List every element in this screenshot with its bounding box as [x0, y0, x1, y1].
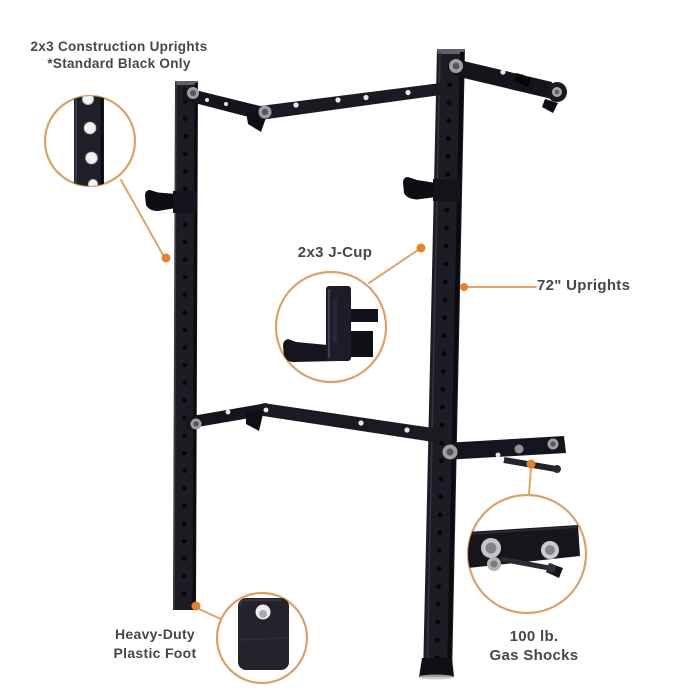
upright-hole: [437, 548, 442, 553]
upright-hole: [183, 116, 188, 121]
upright-hole: [441, 333, 447, 338]
upright-hole: [436, 566, 442, 571]
upright-hole: [182, 274, 188, 280]
upright-hole: [445, 154, 451, 159]
bottom-wall-bracket: [442, 436, 566, 473]
upright-hole: [181, 574, 187, 579]
upright-hole: [182, 327, 188, 333]
top-wall-bracket: [449, 59, 567, 113]
bottom-fold-arm: [186, 403, 440, 443]
upright-hole: [436, 584, 441, 589]
right-foot: [418, 658, 454, 680]
upright-hole: [181, 591, 187, 597]
upright-hole: [435, 637, 440, 643]
upright-hole: [444, 225, 449, 231]
label-foot-line1: Heavy-Duty: [114, 626, 196, 642]
upright-hole: [447, 82, 452, 88]
upright-hole: [182, 415, 187, 421]
callout-construction-uprights: [43, 94, 137, 188]
upright-hole: [440, 387, 446, 392]
upright-hole: [182, 310, 188, 315]
upright-hole: [181, 521, 187, 526]
upright-hole: [442, 315, 447, 321]
upright-hole: [182, 239, 188, 245]
left-upright: [173, 81, 198, 610]
upright-hole: [182, 503, 187, 509]
upright-hole: [438, 476, 444, 482]
label-72-uprights: 72" Uprights: [537, 277, 631, 294]
label-j-cup: 2x3 J-Cup: [297, 244, 373, 261]
callout-gas-shocks: [466, 493, 588, 615]
upright-hole: [438, 458, 444, 464]
upright-hole: [182, 186, 188, 192]
callout-j-cup: [274, 270, 388, 384]
callout-plastic-foot: [215, 591, 309, 685]
label-construction-line1: 2x3 Construction Uprights: [30, 39, 208, 54]
upright-hole: [445, 172, 450, 177]
leader-lines: [120, 179, 537, 621]
upright-hole: [181, 538, 187, 544]
j-hook-right: [403, 177, 436, 200]
j-hook-right-plate: [433, 179, 460, 201]
upright-hole: [182, 433, 187, 438]
upright-hole: [443, 243, 449, 249]
label-construction-line2: *Standard Black Only: [47, 56, 191, 71]
rack: [145, 49, 567, 680]
label-gas-shocks: 100 lb. Gas Shocks: [468, 627, 600, 665]
upright-hole: [183, 169, 188, 174]
upright-hole: [182, 380, 187, 386]
upright-hole: [182, 257, 188, 262]
upright-hole: [182, 292, 188, 298]
upright-hole: [442, 297, 448, 303]
upright-hole: [182, 222, 188, 227]
label-plastic-foot: Heavy-Duty Plastic Foot: [94, 625, 216, 663]
upright-hole: [183, 133, 188, 139]
upright-hole: [439, 440, 445, 446]
j-hook-left-plate: [173, 191, 197, 213]
upright-hole: [444, 207, 450, 213]
upright-hole: [446, 118, 452, 124]
upright-hole: [439, 422, 445, 428]
label-gas-line2: Gas Shocks: [489, 647, 579, 664]
upright-hole: [182, 450, 187, 456]
upright-hole: [446, 100, 452, 106]
label-construction-uprights: 2x3 Construction Uprights *Standard Blac…: [20, 38, 218, 72]
label-gas-line1: 100 lb.: [509, 628, 559, 645]
upright-hole: [440, 369, 446, 374]
upright-hole: [435, 619, 441, 625]
upright-hole: [441, 351, 447, 356]
upright-hole: [446, 136, 451, 142]
upright-hole: [437, 530, 443, 535]
upright-hole: [438, 494, 443, 500]
upright-hole: [181, 556, 187, 562]
upright-hole: [182, 362, 187, 368]
upright-hole: [440, 404, 445, 410]
upright-hole: [182, 468, 187, 474]
j-hook-left: [145, 190, 176, 211]
upright-hole: [182, 486, 187, 491]
upright-hole: [435, 601, 441, 607]
label-foot-line2: Plastic Foot: [113, 645, 197, 661]
top-fold-arm: [183, 83, 441, 132]
right-upright: [423, 49, 465, 677]
upright-hole: [443, 261, 449, 267]
upright-hole: [182, 398, 187, 403]
upright-hole: [442, 279, 448, 285]
upright-hole: [437, 512, 443, 518]
upright-hole: [182, 345, 188, 350]
upright-hole: [183, 151, 188, 157]
